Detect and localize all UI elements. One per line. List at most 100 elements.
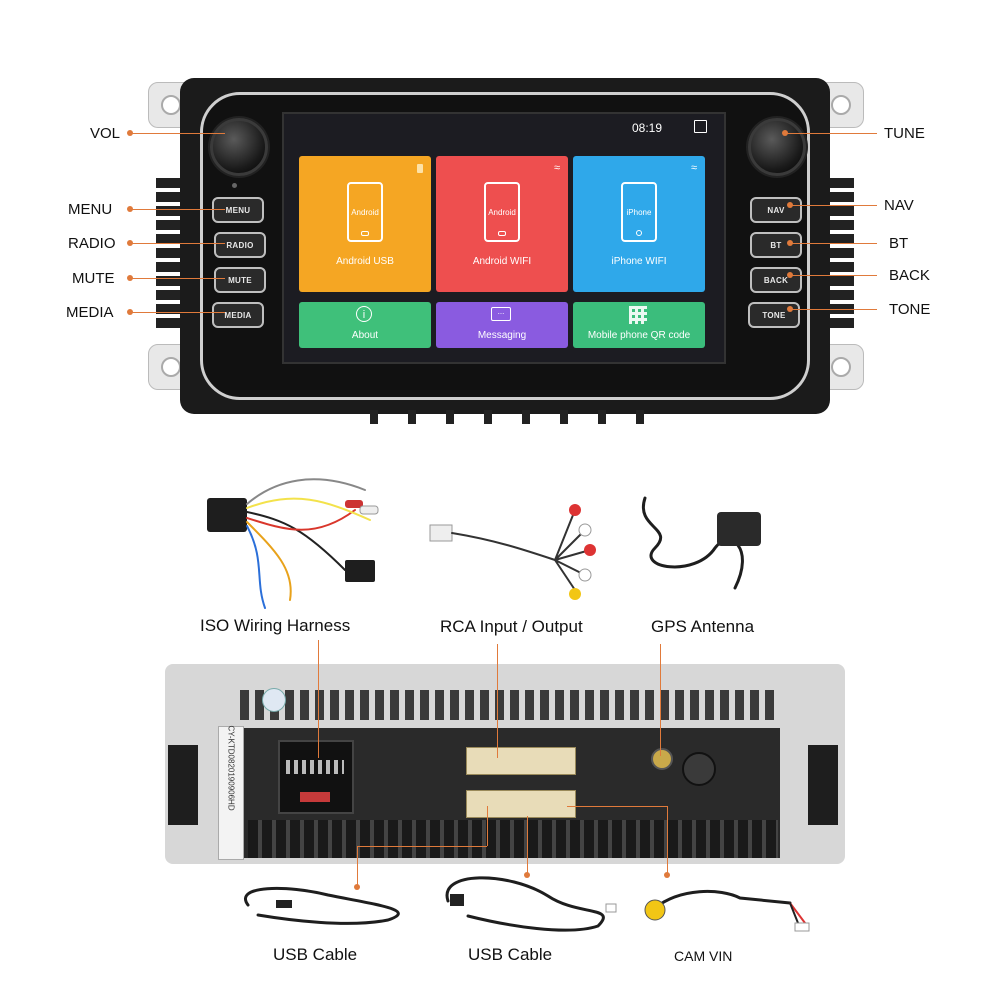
message-icon: ... xyxy=(491,307,511,321)
usb-cable-image-2 xyxy=(445,876,617,932)
leader-line xyxy=(660,644,661,756)
status-bar: 08:19 xyxy=(282,116,722,140)
callout-nav: NAV xyxy=(884,197,914,214)
leader-line xyxy=(130,209,225,210)
iso-wiring-harness-image xyxy=(207,478,379,609)
leader-line xyxy=(487,806,488,846)
label-iso-wiring-harness: ISO Wiring Harness xyxy=(200,616,351,635)
wifi-icon: ≈ xyxy=(553,162,560,174)
leader-dot xyxy=(782,130,788,136)
leader-line xyxy=(318,640,319,758)
side-clips-back-left xyxy=(168,745,198,825)
tile-about[interactable]: i About xyxy=(299,302,431,348)
label-cam-vin: CAM VIN xyxy=(674,948,733,964)
mount-tab-top-right xyxy=(818,82,864,128)
wifi-icon: ≈ xyxy=(690,162,697,174)
leader-line xyxy=(790,205,877,206)
gps-antenna-port xyxy=(651,748,673,770)
bt-button[interactable]: BT xyxy=(750,232,802,258)
nav-button[interactable]: NAV xyxy=(750,197,802,223)
gps-antenna-image xyxy=(641,496,761,590)
phone-icon-text: Android xyxy=(488,208,516,217)
tile-android-wifi[interactable]: ≈ Android Android WIFI xyxy=(436,156,568,292)
label-rca-input-output: RCA Input / Output xyxy=(440,617,583,636)
leader-dot xyxy=(127,206,133,212)
qr-code-icon xyxy=(629,306,647,324)
tile-label: About xyxy=(351,330,379,341)
leader-line xyxy=(497,644,498,758)
leader-line xyxy=(790,243,877,244)
serial-sticker: CY-KTD0820190906HD xyxy=(218,726,244,860)
tone-button[interactable]: TONE xyxy=(748,302,800,328)
tile-android-usb[interactable]: Android Android USB xyxy=(299,156,431,292)
head-unit-front: MENU RADIO MUTE MEDIA NAV BT BACK TONE 0… xyxy=(0,0,1000,440)
callout-menu: MENU xyxy=(68,201,113,218)
qc-sticker xyxy=(262,688,286,712)
android-phone-icon: Android xyxy=(347,182,383,242)
label-usb-cable-1: USB Cable xyxy=(273,945,358,964)
leader-line xyxy=(527,816,528,876)
rear-grille xyxy=(248,820,778,858)
leader-line xyxy=(567,806,667,807)
leader-line xyxy=(667,806,668,876)
mute-button[interactable]: MUTE xyxy=(214,267,266,293)
phone-icon-text: iPhone xyxy=(626,208,652,217)
side-clips-back-right xyxy=(808,745,838,825)
label-gps-antenna: GPS Antenna xyxy=(651,617,755,636)
iso-connector-port xyxy=(278,740,354,814)
callout-radio: RADIO xyxy=(68,235,116,252)
cam-vin-cable-image xyxy=(644,889,810,932)
leader-line xyxy=(790,309,877,310)
ground-port xyxy=(682,752,716,786)
tile-qr-code[interactable]: Mobile phone QR code xyxy=(573,302,705,348)
chassis-vents xyxy=(240,690,780,720)
leader-dot xyxy=(127,130,133,136)
callout-media: MEDIA xyxy=(66,304,114,321)
leader-line xyxy=(130,312,225,313)
back-button[interactable]: BACK xyxy=(750,267,802,293)
menu-button[interactable]: MENU xyxy=(212,197,264,223)
rca-connector-port-top xyxy=(466,747,576,775)
leader-dot xyxy=(127,240,133,246)
leader-line xyxy=(790,275,877,276)
callout-mute: MUTE xyxy=(72,270,115,287)
rca-connector-port-bottom xyxy=(466,790,576,818)
android-phone-icon: Android xyxy=(484,182,520,242)
volume-knob[interactable] xyxy=(210,118,268,176)
callout-vol: VOL xyxy=(90,125,121,142)
radio-button[interactable]: RADIO xyxy=(214,232,266,258)
callout-tone: TONE xyxy=(889,301,931,318)
leader-line xyxy=(357,846,358,886)
leader-line xyxy=(130,133,225,134)
leader-dot xyxy=(524,872,530,878)
leader-line xyxy=(357,846,487,847)
usb-cable-image-1 xyxy=(244,886,400,925)
clock-time: 08:19 xyxy=(632,121,663,135)
tile-label: Android WIFI xyxy=(472,256,532,267)
tile-label: Android USB xyxy=(336,256,394,267)
callout-back: BACK xyxy=(889,267,930,284)
callout-tune: TUNE xyxy=(884,125,925,142)
rca-input-output-image xyxy=(429,504,596,600)
leader-dot xyxy=(787,272,793,278)
iphone-icon: iPhone xyxy=(621,182,657,242)
leader-dot xyxy=(354,884,360,890)
leader-dot xyxy=(664,872,670,878)
tune-knob[interactable] xyxy=(748,118,806,176)
usb-badge-icon xyxy=(417,164,423,173)
leader-dot xyxy=(787,240,793,246)
callout-bt: BT xyxy=(889,235,909,252)
leader-dot xyxy=(127,275,133,281)
leader-line xyxy=(130,278,225,279)
media-button[interactable]: MEDIA xyxy=(212,302,264,328)
tile-label: iPhone WIFI xyxy=(611,256,667,267)
tile-messaging[interactable]: ... Messaging xyxy=(436,302,568,348)
mic-hole xyxy=(232,183,237,188)
leader-dot xyxy=(787,202,793,208)
exit-icon[interactable] xyxy=(694,120,707,133)
bottom-clips xyxy=(370,410,670,424)
tile-iphone-wifi[interactable]: ≈ iPhone iPhone WIFI xyxy=(573,156,705,292)
label-usb-cable-2: USB Cable xyxy=(468,945,553,964)
leader-dot xyxy=(787,306,793,312)
phone-icon-text: Android xyxy=(351,208,379,217)
